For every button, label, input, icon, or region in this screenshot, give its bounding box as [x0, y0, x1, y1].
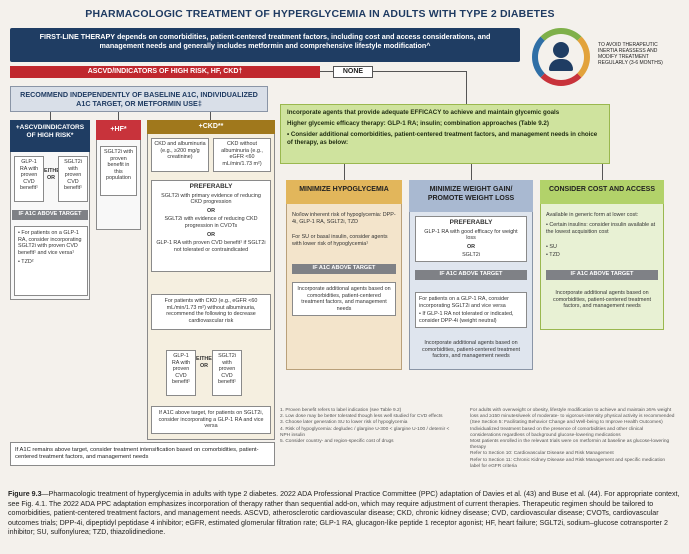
- footnote: 1. Proven benefit refers to label indica…: [280, 408, 402, 413]
- first-line-therapy-box: FIRST-LINE THERAPY depends on comorbidit…: [10, 28, 520, 62]
- footnote: 3. Choose later generation SU to lower r…: [280, 420, 408, 426]
- ascvd-sglt2-box: SGLT2i with proven CVD benefit¹: [58, 156, 88, 202]
- a1c-above-target-strip: IF A1C ABOVE TARGET: [415, 270, 527, 280]
- a1c-above-target-strip: IF A1C ABOVE TARGET: [12, 210, 88, 220]
- efficacy-line-1: Incorporate agents that provide adequate…: [287, 109, 560, 116]
- ckd-glp1-box: GLP-1 RA with proven CVD benefit¹: [166, 350, 196, 396]
- figure-number: Figure 9.3: [8, 490, 42, 498]
- reassess-cycle-icon: [532, 28, 590, 86]
- footnote: Refer to Section 10: Cardiovascular Dise…: [470, 451, 614, 457]
- weight-or: OR: [466, 243, 476, 250]
- footnotes-left: 1. Proven benefit refers to label indica…: [280, 408, 460, 445]
- hypoglycemia-header: MINIMIZE HYPOGLYCEMIA: [286, 180, 402, 204]
- weight-header: MINIMIZE WEIGHT GAIN/ PROMOTE WEIGHT LOS…: [409, 180, 533, 212]
- ckd-after-box: If A1C above target, for patients on SGL…: [151, 406, 271, 434]
- cost-text-1: Available in generic form at lower cost:: [546, 212, 639, 218]
- ckd-sglt2-box: SGLT2i with proven CVD benefit¹: [212, 350, 242, 396]
- ckd-or-1: OR: [206, 207, 216, 214]
- none-box: NONE: [333, 66, 373, 78]
- footnote: 4. Risk of hypoglycemia: degludec / glar…: [280, 426, 450, 438]
- footnote: 2. Low dose may be better tolerated thou…: [280, 414, 443, 420]
- hf-sglt2-box: SGLT2i with proven benefit in this popul…: [100, 146, 137, 196]
- ascvd-bullet-2: • TZD²: [18, 259, 34, 266]
- cost-header: CONSIDER COST AND ACCESS: [540, 180, 664, 204]
- ckd-option-1: SGLT2i with primary evidence of reducing…: [161, 192, 261, 206]
- ascvd-glp1-box: GLP-1 RA with proven CVD benefit¹: [14, 156, 44, 202]
- connector-line: [118, 112, 119, 120]
- footnotes: 1. Proven benefit refers to label indica…: [280, 408, 675, 486]
- hypo-text-2: For SU or basal insulin, consider agents…: [292, 234, 388, 247]
- connector-line: [373, 71, 466, 72]
- weight-preferably-box: PREFERABLY GLP-1 RA with good efficacy f…: [415, 216, 527, 262]
- connector-line: [320, 71, 333, 72]
- footnote: Refer to Section 11: Chronic Kidney Dise…: [470, 457, 666, 469]
- weight-option-2: SGLT2i: [462, 252, 480, 259]
- ckd-preferably-label: PREFERABLY: [189, 183, 233, 190]
- either-or-label: EITHER/ OR: [44, 168, 66, 181]
- hf-panel-header: +HF*: [96, 120, 141, 140]
- ascvd-panel-header: +ASCVD/INDICATORS OF HIGH RISK*: [10, 120, 90, 152]
- weight-additional-agents: Incorporate additional agents based on c…: [422, 340, 520, 360]
- efficacy-line-2: Higher glycemic efficacy therapy: GLP-1 …: [287, 120, 549, 127]
- hypo-text-1: No/low inherent risk of hypoglycemia: DP…: [292, 212, 396, 225]
- cost-column: [540, 180, 664, 330]
- ckd-panel-header: +CKD**: [147, 120, 275, 134]
- figure-caption: Figure 9.3—Pharmacologic treatment of hy…: [8, 490, 684, 538]
- hypo-additional-agents: Incorporate additional agents based on c…: [292, 282, 396, 316]
- weight-followup-box: For patients on a GLP-1 RA, consider inc…: [415, 292, 527, 328]
- treatment-intensification-box: If A1C remains above target, consider tr…: [10, 442, 275, 466]
- connector-line: [344, 164, 345, 180]
- ckd-no-albuminuria-box: CKD without albuminuria (e.g., eGFR <60 …: [213, 138, 271, 172]
- person-icon: [553, 42, 569, 58]
- cost-additional-agents: Incorporate additional agents based on c…: [553, 290, 651, 310]
- connector-line: [602, 164, 603, 180]
- ckd-option-3: GLP-1 RA with proven CVD benefit¹ if SGL…: [156, 240, 266, 253]
- footnote: Most patients enrolled in the relevant t…: [470, 439, 670, 451]
- ckd-option-2: SGLT2i with evidence of reducing CKD pro…: [164, 216, 258, 229]
- connector-line: [466, 71, 467, 104]
- efficacy-box: Incorporate agents that provide adequate…: [280, 104, 610, 164]
- ascvd-bullets-box: • For patients on a GLP-1 RA, consider i…: [14, 226, 88, 296]
- hypoglycemia-column: [286, 180, 402, 370]
- cost-text-4: • TZD: [546, 252, 560, 258]
- ckd-or-2: OR: [206, 231, 216, 238]
- a1c-above-target-strip: IF A1C ABOVE TARGET: [292, 264, 396, 274]
- footnote: Individualized treatment based on the pr…: [470, 426, 644, 438]
- ckd-no-albuminuria-advice: For patients with CKD (e.g., eGFR <60 mL…: [151, 294, 271, 330]
- connector-line: [471, 164, 472, 180]
- ckd-either-or: EITHER/ OR: [196, 356, 218, 369]
- ckd-preferably-box: PREFERABLY SGLT2i with primary evidence …: [151, 180, 271, 272]
- cost-text-3: • SU: [546, 244, 557, 250]
- avoid-inertia-text: TO AVOID THERAPEUTIC INERTIA REASSESS AN…: [598, 42, 663, 66]
- ascvd-bullet-1: • For patients on a GLP-1 RA, consider i…: [18, 230, 82, 256]
- caption-text: —Pharmacologic treatment of hyperglycemi…: [8, 490, 680, 537]
- connector-line: [210, 112, 211, 120]
- footnotes-right: For adults with overweight or obesity, l…: [470, 408, 675, 470]
- ckd-albuminuria-box: CKD and albuminuria (e.g., ≥200 mg/g cre…: [151, 138, 209, 172]
- person-body-icon: [549, 59, 573, 71]
- recommend-independently-box: RECOMMEND INDEPENDENTLY OF BASELINE A1C,…: [10, 86, 268, 112]
- weight-preferably-label: PREFERABLY: [449, 219, 493, 226]
- footnote: 5. Consider country- and region-specific…: [280, 439, 394, 445]
- footnote: For adults with overweight or obesity, l…: [470, 408, 675, 420]
- a1c-above-target-strip: IF A1C ABOVE TARGET: [546, 270, 658, 280]
- footnote: (See Section 5: Facilitating Behavior Ch…: [470, 420, 663, 426]
- weight-followup-1: For patients on a GLP-1 RA, consider inc…: [419, 296, 509, 309]
- figure-title: PHARMACOLOGIC TREATMENT OF HYPERGLYCEMIA…: [85, 8, 555, 20]
- weight-option-1: GLP-1 RA with good efficacy for weight l…: [424, 228, 518, 242]
- efficacy-line-3: • Consider additional comorbidities, pat…: [287, 131, 598, 146]
- weight-followup-2: • If GLP-1 RA not tolerated or indicated…: [419, 311, 514, 324]
- cost-text-2: • Certain insulins: consider insulin ava…: [546, 222, 656, 235]
- ascvd-hf-ckd-bar: ASCVD/INDICATORS OF HIGH RISK, HF, CKD†: [10, 66, 320, 78]
- connector-line: [50, 112, 51, 120]
